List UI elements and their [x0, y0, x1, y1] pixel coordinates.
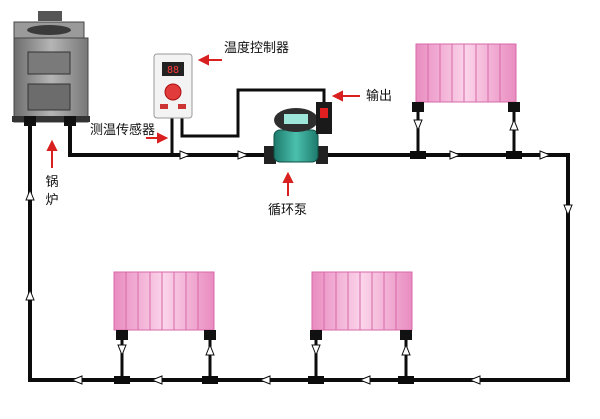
- valve-icon: [400, 330, 412, 340]
- controller-label: 温度控制器: [224, 41, 290, 56]
- pump-display: [284, 114, 308, 124]
- flow-arrow-icon: [179, 150, 192, 160]
- flow-arrow-icon: [70, 375, 83, 385]
- flow-arrow-icon: [401, 343, 411, 356]
- fitting: [398, 376, 414, 384]
- controller-to-pump-wire: [180, 88, 326, 138]
- flow-arrow-icon: [258, 375, 271, 385]
- flow-arrow-icon: [358, 375, 371, 385]
- pump-flange-left: [264, 146, 276, 164]
- boiler-callout-arrow-icon: [46, 139, 58, 151]
- flow-arrow-icon: [563, 204, 573, 217]
- boiler-top-hole: [27, 25, 71, 35]
- boiler-outlet-valve: [64, 116, 76, 126]
- radiator-body: [113, 271, 215, 331]
- controller-callout-arrow-icon: [197, 54, 209, 66]
- boiler-nameplate: [38, 11, 62, 21]
- flow-arrow-icon: [539, 150, 552, 160]
- valve-icon: [412, 102, 424, 112]
- radiator-bottom-right: [311, 271, 413, 331]
- temperature-controller: [153, 53, 193, 119]
- radiator-bottom-left: [113, 271, 215, 331]
- fitting: [506, 151, 522, 159]
- supply-pipe: [68, 120, 274, 157]
- boiler-door-lower: [27, 83, 71, 111]
- pump-callout-arrow-icon: [282, 171, 294, 183]
- flow-arrow-icon: [150, 375, 163, 385]
- flow-arrow-icon: [25, 288, 35, 301]
- boiler-door-upper: [27, 51, 71, 75]
- flow-arrow-icon: [413, 119, 423, 132]
- flow-arrow-icon: [468, 375, 481, 385]
- controller-button: [178, 104, 186, 109]
- radiator-fins: [125, 272, 199, 330]
- flow-arrow-icon: [237, 150, 250, 160]
- boiler-return-valve: [24, 116, 36, 126]
- radiator-fins: [427, 44, 501, 102]
- sensor-label: 测温传感器: [90, 123, 156, 138]
- circulation-pump: [264, 102, 332, 164]
- controller-knob: [164, 83, 182, 101]
- pump-flange-right: [316, 146, 328, 164]
- fitting: [202, 376, 218, 384]
- flow-arrows: [25, 118, 573, 385]
- flow-arrow-icon: [311, 344, 321, 357]
- fitting: [308, 376, 324, 384]
- pump-output-indicator: [320, 108, 328, 118]
- radiator-body: [415, 43, 517, 103]
- boiler: [12, 11, 90, 126]
- radiator-body: [311, 271, 413, 331]
- pump-housing: [273, 129, 319, 163]
- flow-arrow-icon: [25, 188, 35, 201]
- valve-icon: [310, 330, 322, 340]
- boiler-label: 锅炉: [45, 175, 59, 208]
- pipe-fittings: [114, 151, 522, 384]
- callout-arrows: [46, 54, 360, 196]
- fitting: [114, 376, 130, 384]
- sensor-callout-arrow-icon: [157, 132, 169, 144]
- fitting: [410, 151, 426, 159]
- radiator-fins: [323, 272, 397, 330]
- controller-display-value: 88: [167, 65, 179, 76]
- valve-icon: [204, 330, 216, 340]
- output-callout-arrow-icon: [331, 90, 343, 102]
- flow-arrow-icon: [449, 150, 462, 160]
- controller-screen: [162, 62, 184, 76]
- pump-label: 循环泵: [268, 203, 308, 218]
- valve-icon: [116, 330, 128, 340]
- controller-button: [160, 104, 168, 109]
- flow-arrow-icon: [509, 118, 519, 131]
- flow-arrow-icon: [205, 343, 215, 356]
- radiator-top-right: [415, 43, 517, 103]
- boiler-base: [12, 116, 90, 122]
- radiator-valves: [116, 102, 520, 340]
- valve-icon: [508, 102, 520, 112]
- flow-arrow-icon: [117, 344, 127, 357]
- output-label: 输出: [366, 89, 393, 104]
